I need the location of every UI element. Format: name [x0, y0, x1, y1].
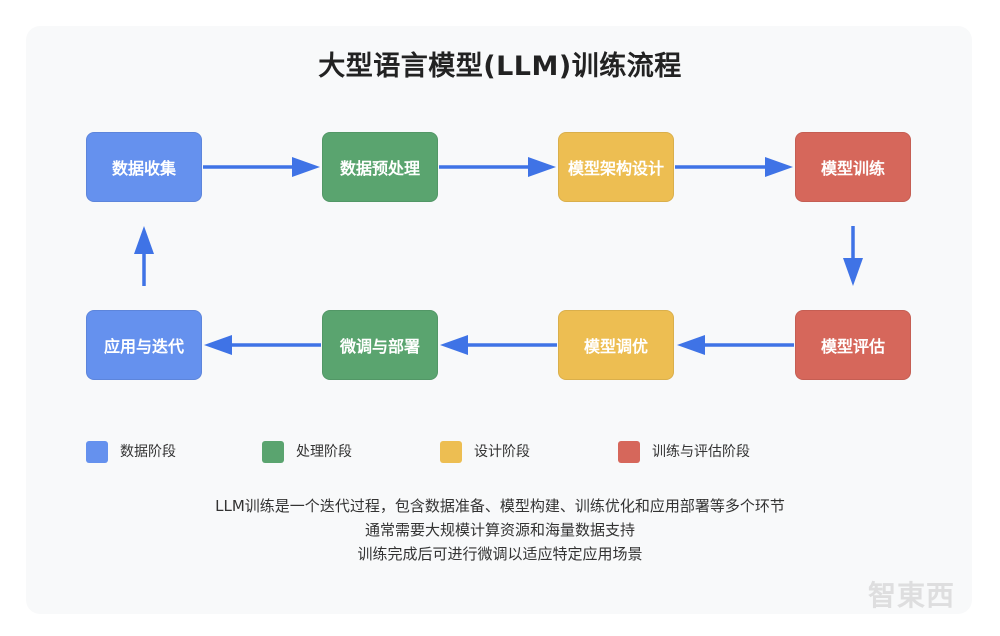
legend-label-design: 设计阶段: [474, 444, 530, 460]
legend-label-data: 数据阶段: [120, 444, 176, 460]
legend-swatch-design: [440, 441, 462, 463]
node-model-evaluation: 模型评估: [795, 310, 911, 380]
diagram-title: 大型语言模型(LLM)训练流程: [318, 51, 682, 82]
node-model-architecture: 模型架构设计: [558, 132, 674, 202]
node-model-training: 模型训练: [795, 132, 911, 202]
node-model-tuning: 模型调优: [558, 310, 674, 380]
node-data-collection: 数据收集: [86, 132, 202, 202]
legend-label-processing: 处理阶段: [296, 444, 352, 460]
note-line-2: 通常需要大规模计算资源和海量数据支持: [364, 521, 635, 539]
legend-swatch-training-eval: [618, 441, 640, 463]
legend-swatch-processing: [262, 441, 284, 463]
note-line-3: 训练完成后可进行微调以适应特定应用场景: [357, 545, 643, 563]
node-application-iteration: 应用与迭代: [86, 310, 202, 380]
watermark-logo: 智東西: [868, 579, 956, 612]
note-line-1: LLM训练是一个迭代过程，包含数据准备、模型构建、训练优化和应用部署等多个环节: [215, 497, 785, 515]
legend-label-training-eval: 训练与评估阶段: [652, 444, 750, 460]
node-finetune-deploy: 微调与部署: [322, 310, 438, 380]
legend-swatch-data: [86, 441, 108, 463]
node-data-preprocessing: 数据预处理: [322, 132, 438, 202]
